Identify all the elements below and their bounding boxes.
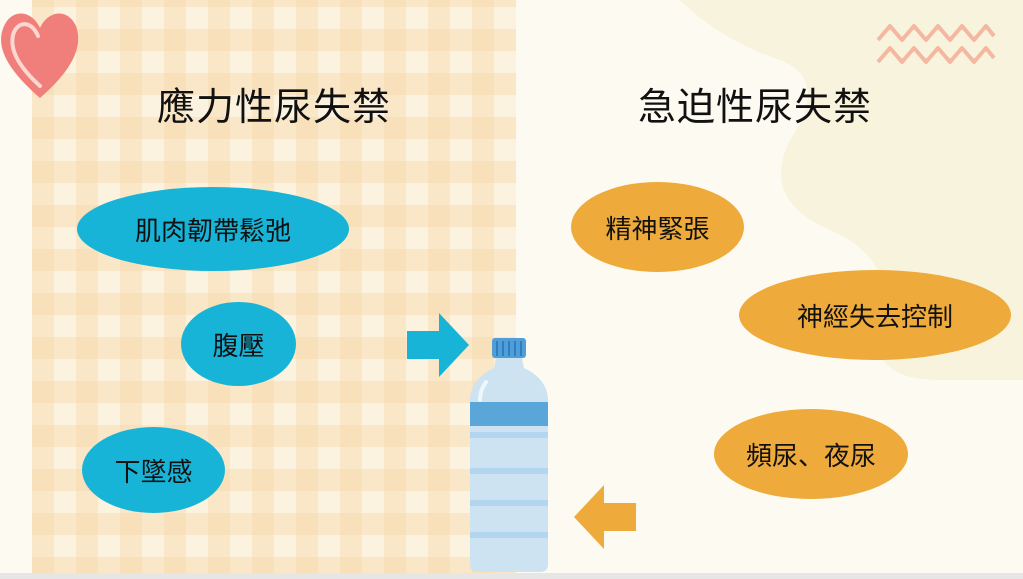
cause-pill-abdominal-pressure: 腹壓 bbox=[181, 302, 296, 386]
heart-icon bbox=[1, 13, 79, 98]
zigzag-icon bbox=[876, 24, 996, 64]
cause-label: 下墜感 bbox=[114, 457, 193, 488]
cause-label: 頻尿、夜尿 bbox=[745, 441, 876, 472]
cause-label: 神經失去控制 bbox=[796, 302, 953, 333]
cause-pill-muscle: 肌肉韌帶鬆弛 bbox=[77, 187, 349, 271]
left-arrow-icon bbox=[574, 485, 636, 549]
right-arrow-icon bbox=[407, 313, 469, 377]
cause-pill-prolapse: 下墜感 bbox=[82, 427, 225, 513]
bottom-strip bbox=[0, 573, 1023, 579]
water-bottle-icon bbox=[470, 338, 548, 572]
cause-pill-frequency: 頻尿、夜尿 bbox=[714, 409, 908, 499]
left-title: 應力性尿失禁 bbox=[156, 85, 391, 129]
cause-pill-stress: 精神緊張 bbox=[571, 182, 744, 272]
cause-label: 腹壓 bbox=[212, 331, 265, 362]
cause-label: 精神緊張 bbox=[605, 214, 710, 245]
cause-pill-nerve: 神經失去控制 bbox=[739, 270, 1011, 360]
right-title: 急迫性尿失禁 bbox=[637, 85, 872, 129]
cause-label: 肌肉韌帶鬆弛 bbox=[134, 216, 291, 247]
